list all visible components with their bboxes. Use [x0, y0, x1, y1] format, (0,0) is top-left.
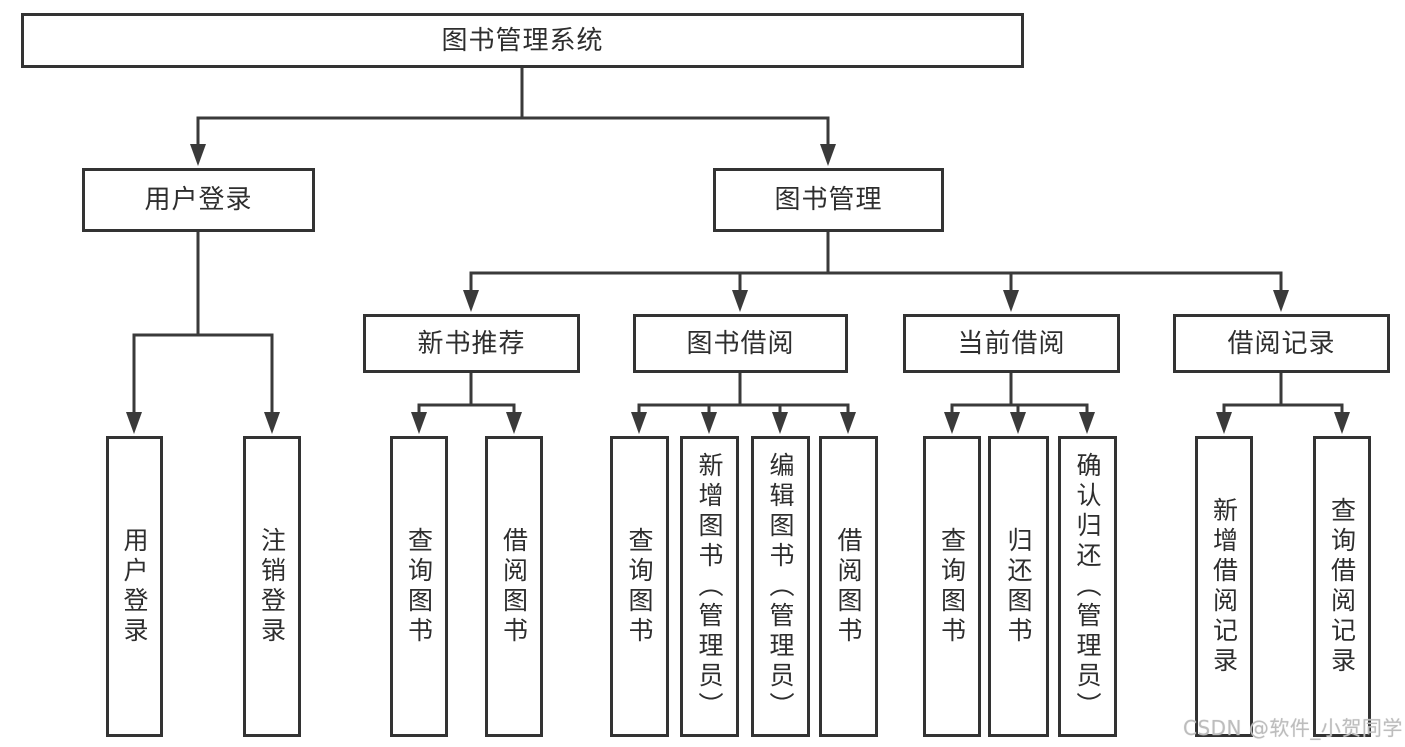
node-query-borrow-record-label: 查询借阅记录 [1327, 496, 1357, 677]
node-new-book-rec: 新书推荐 [363, 314, 580, 373]
node-borrow-books-rec-label: 借阅图书 [499, 526, 529, 647]
node-login: 用户登录 [106, 436, 163, 737]
node-borrow-books-label: 借阅图书 [834, 526, 863, 647]
node-return-book-label: 归还图书 [1004, 526, 1033, 647]
node-logout-label: 注销登录 [257, 526, 287, 647]
node-new-book-rec-label: 新书推荐 [417, 328, 526, 359]
node-edit-book-admin-label: 编辑图书（管理员） [766, 451, 795, 722]
node-root: 图书管理系统 [21, 13, 1024, 68]
node-edit-book-admin: 编辑图书（管理员） [751, 436, 810, 737]
node-add-borrow-record: 新增借阅记录 [1195, 436, 1253, 737]
watermark: CSDN @软件_小贺同学 [1183, 716, 1403, 740]
node-borrow-books-rec: 借阅图书 [485, 436, 543, 737]
node-book-borrow-label: 图书借阅 [686, 328, 795, 359]
node-query-books-current-label: 查询图书 [937, 526, 967, 647]
node-query-books-rec: 查询图书 [390, 436, 448, 737]
node-book-mgmt-label: 图书管理 [774, 185, 883, 215]
node-add-book-admin-label: 新增图书（管理员） [695, 451, 724, 722]
node-borrow-records-label: 借阅记录 [1227, 328, 1336, 359]
node-query-books-borrow: 查询图书 [610, 436, 669, 737]
node-confirm-return-admin-label: 确认归还（管理员） [1073, 451, 1102, 722]
node-user-login: 用户登录 [82, 168, 315, 232]
node-query-books-current: 查询图书 [923, 436, 981, 737]
node-logout: 注销登录 [243, 436, 301, 737]
node-book-borrow: 图书借阅 [633, 314, 848, 373]
node-login-label: 用户登录 [120, 526, 149, 647]
node-root-label: 图书管理系统 [441, 25, 604, 56]
node-query-borrow-record: 查询借阅记录 [1313, 436, 1371, 737]
node-borrow-books: 借阅图书 [819, 436, 878, 737]
node-book-mgmt: 图书管理 [713, 168, 944, 232]
node-return-book: 归还图书 [988, 436, 1049, 737]
node-query-books-rec-label: 查询图书 [404, 526, 434, 647]
node-current-borrow: 当前借阅 [903, 314, 1120, 373]
node-borrow-records: 借阅记录 [1173, 314, 1390, 373]
node-current-borrow-label: 当前借阅 [957, 328, 1066, 359]
node-confirm-return-admin: 确认归还（管理员） [1058, 436, 1117, 737]
node-query-books-borrow-label: 查询图书 [625, 526, 654, 647]
node-add-borrow-record-label: 新增借阅记录 [1209, 496, 1239, 677]
node-add-book-admin: 新增图书（管理员） [680, 436, 739, 737]
node-user-login-label: 用户登录 [144, 185, 253, 215]
